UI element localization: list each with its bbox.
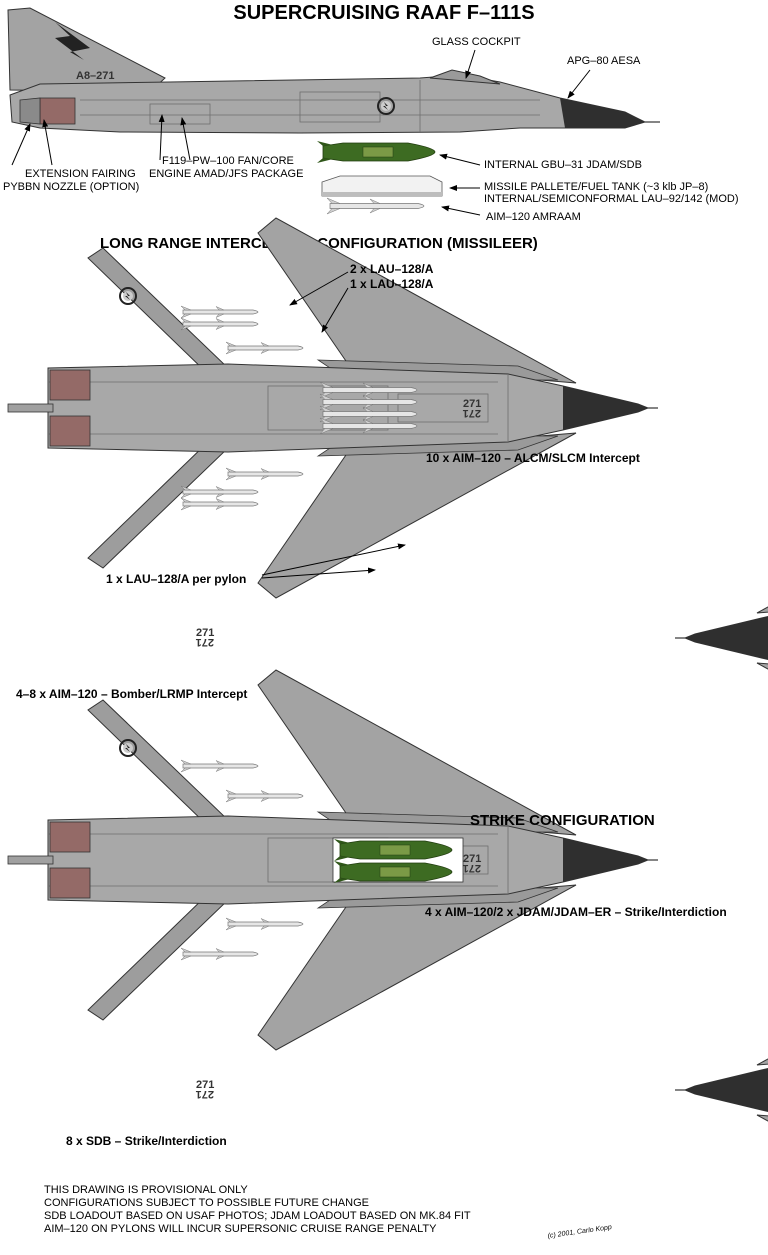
legend-jdam-symbol	[316, 140, 436, 164]
copyright-credit: (c) 2001, Carlo Kopp	[547, 1224, 612, 1240]
note-line: AIM–120 ON PYLONS WILL INCUR SUPERSONIC …	[44, 1223, 437, 1235]
note-line: THIS DRAWING IS PROVISIONAL ONLY	[44, 1184, 248, 1196]
label-apg80: APG–80 AESA	[567, 55, 641, 67]
callout-lau128-per-pylon: 1 x LAU–128/A per pylon	[106, 572, 246, 586]
label-engine-amad: ENGINE AMAD/JFS PACKAGE	[149, 168, 303, 180]
belly-number-2-inverted: 271	[196, 636, 214, 648]
caption-bomber-intercept: 4–8 x AIM–120 – Bomber/LRMP Intercept	[16, 687, 247, 701]
side-profile-aircraft	[7, 7, 660, 134]
belly-number-1-inverted: 271	[463, 407, 481, 419]
legend-jdam-label: INTERNAL GBU–31 JDAM/SDB	[484, 159, 642, 171]
caption-sdb-strike: 8 x SDB – Strike/Interdiction	[66, 1134, 227, 1148]
belly-number-1: 271	[463, 398, 481, 410]
belly-number-4-inverted: 271	[196, 1088, 214, 1100]
caption-alcm-intercept: 10 x AIM–120 – ALCM/SLCM Intercept	[426, 451, 640, 465]
belly-number-2: 271	[196, 627, 214, 639]
planview-alcm-intercept	[7, 217, 659, 599]
legend-amraam-label: AIM–120 AMRAAM	[486, 211, 581, 223]
caption-jdam-strike: 4 x AIM–120/2 x JDAM/JDAM–ER – Strike/In…	[425, 905, 727, 919]
page-title: SUPERCRUISING RAAF F–111S	[233, 2, 534, 24]
label-glass-cockpit: GLASS COCKPIT	[432, 36, 521, 48]
callout-2x-lau128: 2 x LAU–128/A	[350, 262, 434, 276]
lightning-tail-emblem	[55, 22, 90, 60]
legend-pallet-label-1: MISSILE PALLETE/FUEL TANK (~3 klb JP–8)	[484, 181, 708, 193]
belly-number-4: 271	[196, 1079, 214, 1091]
tail-serial: A8–271	[76, 70, 115, 82]
strike-heading: STRIKE CONFIGURATION	[470, 812, 655, 829]
legend-amraam-symbol	[326, 197, 425, 215]
legend-pallet-symbol	[321, 175, 443, 197]
label-engine-core: F119–PW–100 FAN/CORE	[162, 155, 294, 167]
planview-sdb-strike	[674, 899, 768, 1255]
legend-pallet-label-2: INTERNAL/SEMICONFORMAL LAU–92/142 (MOD)	[484, 193, 738, 205]
callout-1x-lau128: 1 x LAU–128/A	[350, 277, 434, 291]
belly-number-3-inverted: 271	[463, 862, 481, 874]
note-line: CONFIGURATIONS SUBJECT TO POSSIBLE FUTUR…	[44, 1197, 369, 1209]
belly-number-3: 271	[463, 853, 481, 865]
planview-bomber-intercept	[674, 447, 768, 829]
label-pybbn-nozzle: PYBBN NOZZLE (OPTION)	[3, 181, 139, 193]
note-line: SDB LOADOUT BASED ON USAF PHOTOS; JDAM L…	[44, 1210, 471, 1222]
planview-jdam-strike	[7, 669, 659, 1051]
label-extension-fairing: EXTENSION FAIRING	[25, 168, 136, 180]
